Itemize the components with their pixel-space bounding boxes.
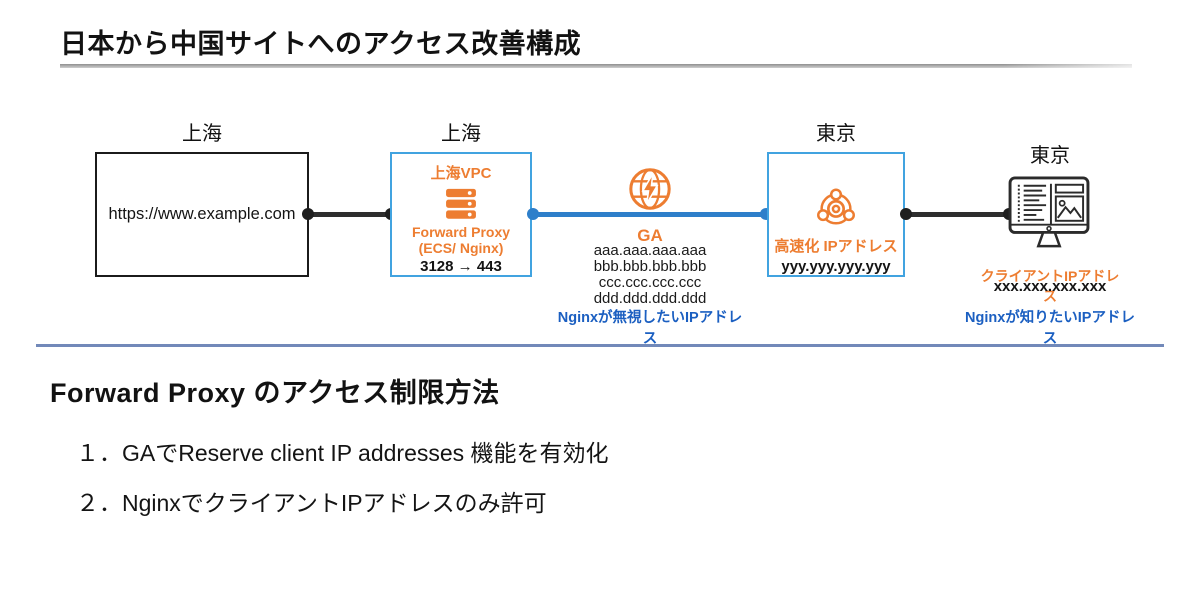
ga-ip: aaa.aaa.aaa.aaa (593, 242, 707, 259)
tokyo-ga-ip: yyy.yyy.yyy.yyy (781, 258, 891, 275)
step-item-1: １．GAでReserve client IP addresses 機能を有効化 (76, 440, 609, 466)
ga-ip-list: aaa.aaa.aaa.aaa bbb.bbb.bbb.bbb ccc.ccc.… (570, 243, 730, 307)
origin-website-box: https://www.example.com (95, 152, 309, 277)
server-stack-icon (446, 188, 476, 219)
page-title: 日本から中国サイトへのアクセス改善構成 (60, 29, 582, 59)
title-underline (60, 64, 1132, 68)
vpc-title: 上海VPC (430, 165, 492, 182)
section-divider (36, 344, 1164, 347)
connector-dot (900, 208, 912, 220)
ga-ip: bbb.bbb.bbb.bbb (593, 258, 707, 275)
origin-url: https://www.example.com (108, 205, 296, 223)
tokyo-ga-location-label: 東京 (816, 123, 856, 145)
client-label: クライアントIPアドレス (980, 268, 1120, 304)
ga-ip: ddd.ddd.ddd.ddd (593, 290, 707, 307)
client-caption: Nginxが知りたいIPアドレス (965, 310, 1135, 347)
connector-vpc-tokyo (534, 212, 767, 217)
origin-location-label: 上海 (182, 123, 222, 145)
ga-caption: Nginxが無視したいIPアドレス (557, 310, 743, 347)
client-location-label: 東京 (1030, 145, 1070, 167)
connector-origin-vpc (306, 212, 396, 217)
ga-label: GA (637, 226, 663, 245)
tokyo-ga-box: 高速化 IPアドレス yyy.yyy.yyy.yyy (767, 152, 905, 277)
ga-ip: ccc.ccc.ccc.ccc (598, 274, 702, 291)
tokyo-ga-label: 高速化 IPアドレス (774, 238, 898, 255)
connector-dot (302, 208, 314, 220)
section-heading: Forward Proxy のアクセス制限方法 (50, 378, 500, 408)
vpc-box: 上海VPC Forward Proxy (ECS/ Nginx) 3128 → … (390, 152, 532, 277)
vpc-service-line1: Forward Proxy (411, 223, 511, 240)
client-ip: xxx.xxx.xxx.xxx (993, 278, 1107, 295)
client-monitor-icon (1008, 176, 1090, 248)
connector-dot (527, 208, 539, 220)
vpc-service-line2: (ECS/ Nginx) (418, 239, 504, 256)
vpc-location-label: 上海 (441, 123, 481, 145)
global-accelerator-icon (629, 168, 671, 210)
step-item-2: ２．NginxでクライアントIPアドレスのみ許可 (76, 490, 547, 516)
accelerated-ip-icon (817, 188, 855, 225)
connector-tokyo-client (907, 212, 1010, 217)
vpc-ports: 3128 → 443 (420, 258, 502, 275)
